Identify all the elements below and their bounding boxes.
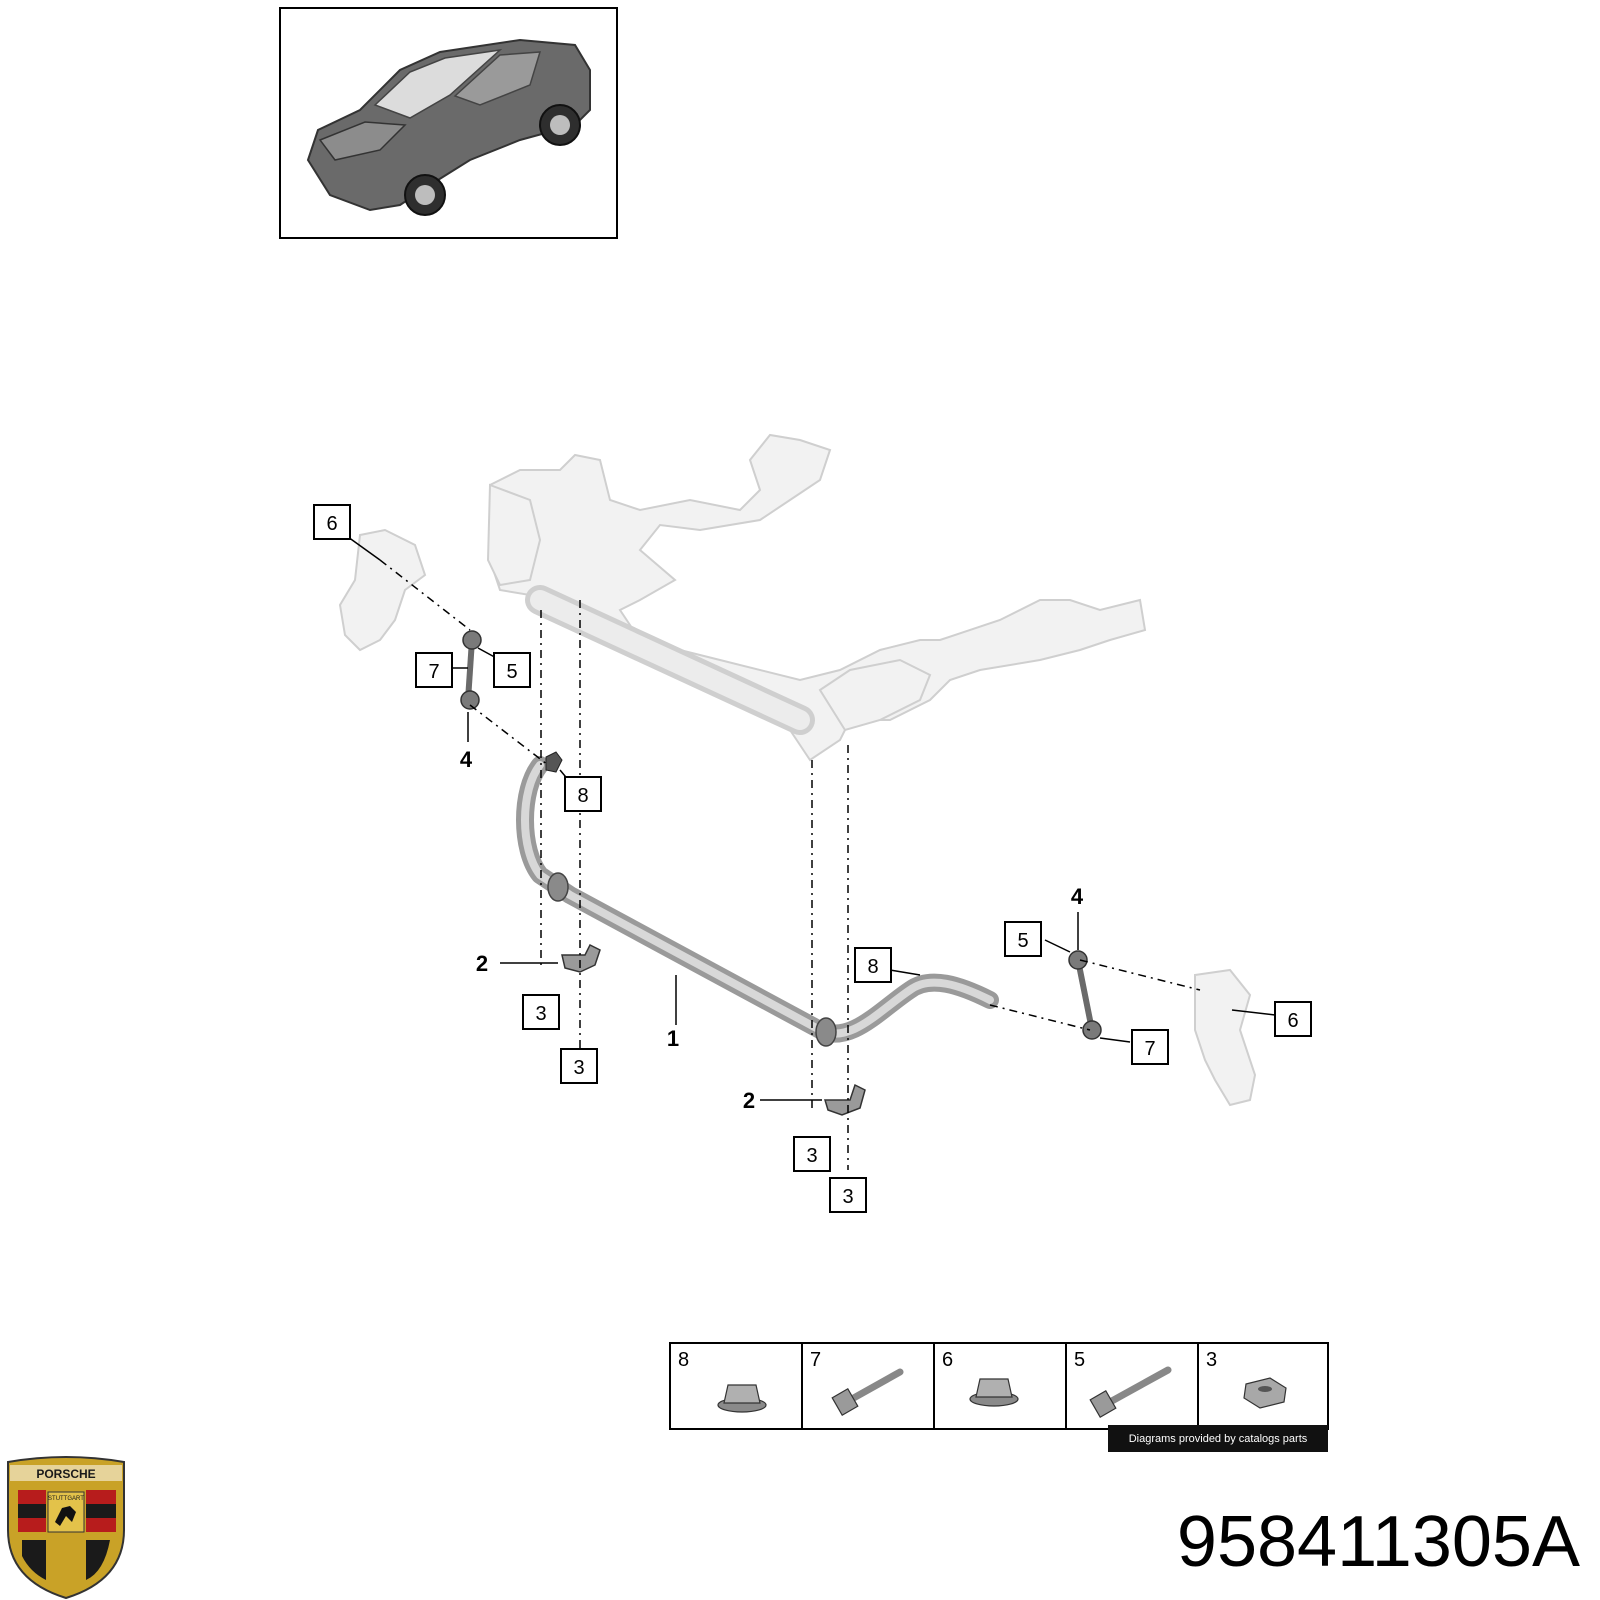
porsche-crest-icon: PORSCHE STUTTGART	[7, 1456, 125, 1600]
part-number: 958411305A	[1177, 1502, 1580, 1582]
front-subframe	[486, 433, 1147, 762]
left-nut	[545, 751, 563, 773]
right-bushing	[823, 1083, 866, 1116]
right-drop-link	[1068, 950, 1102, 1040]
callout-4-left-label: 4	[460, 747, 473, 772]
legend-cell-8: 8	[678, 1349, 767, 1413]
crest-wordmark: PORSCHE	[36, 1467, 95, 1481]
callout-6-right: 6	[1274, 1001, 1312, 1037]
credit-bar: Diagrams provided by catalogs parts	[1108, 1425, 1328, 1452]
vehicle-thumbnail	[279, 7, 618, 239]
callout-7-left-label: 7	[428, 661, 439, 683]
bolt-icon	[1089, 1366, 1172, 1418]
callout-5-left-label: 5	[506, 661, 517, 683]
callout-8-left: 8	[564, 776, 602, 812]
legend-cell-3: 3	[1206, 1349, 1287, 1409]
callout-3-right-b-label: 3	[842, 1186, 853, 1208]
callout-7-right: 7	[1131, 1029, 1169, 1065]
legend-number-3: 3	[1206, 1349, 1217, 1371]
callout-8-right: 8	[854, 947, 892, 983]
callout-7-left: 7	[415, 652, 453, 688]
callout-7-right-label: 7	[1144, 1038, 1155, 1060]
legend-cell-6: 6	[942, 1349, 1019, 1407]
callout-6-right-label: 6	[1287, 1010, 1298, 1032]
callout-3-left-a-label: 3	[535, 1003, 546, 1025]
callout-3-left-a: 3	[522, 994, 560, 1030]
legend-number-6: 6	[942, 1349, 953, 1371]
left-drop-link	[460, 630, 482, 710]
callout-5-left: 5	[493, 652, 531, 688]
callout-3-right-b: 3	[829, 1177, 867, 1213]
callout-6-left-label: 6	[326, 513, 337, 535]
hex-nut-icon	[1243, 1377, 1287, 1409]
legend-number-7: 7	[810, 1349, 821, 1371]
assembly-lines	[379, 559, 1201, 1170]
left-bracket	[338, 528, 427, 652]
left-bushing	[561, 943, 601, 973]
right-bracket	[1194, 968, 1257, 1107]
callout-3-left-b-label: 3	[573, 1057, 584, 1079]
legend-cell-7: 7	[810, 1349, 904, 1416]
callout-2-right-label: 2	[743, 1088, 755, 1113]
legend-cell-5: 5	[1074, 1349, 1172, 1418]
callout-8-left-label: 8	[577, 785, 588, 807]
callout-5-right-label: 5	[1017, 930, 1028, 952]
credit-text: Diagrams provided by catalogs parts	[1129, 1433, 1308, 1445]
bolt-icon	[831, 1368, 904, 1416]
flange-nut-icon	[717, 1384, 767, 1413]
legend-number-5: 5	[1074, 1349, 1085, 1371]
callout-3-left-b: 3	[560, 1048, 598, 1084]
callout-6-left: 6	[313, 504, 351, 540]
legend-number-8: 8	[678, 1349, 689, 1371]
callout-8-right-label: 8	[867, 956, 878, 978]
callout-3-right-a-label: 3	[806, 1145, 817, 1167]
callout-1-label: 1	[667, 1026, 679, 1051]
hardware-legend: 8 7 6 5	[669, 1342, 1329, 1430]
callout-5-right: 5	[1004, 921, 1042, 957]
callout-4-right-label: 4	[1071, 884, 1084, 909]
callout-2-left-label: 2	[476, 951, 488, 976]
callout-3-right-a: 3	[793, 1136, 831, 1172]
flange-nut-icon	[969, 1378, 1019, 1407]
suv-icon	[306, 38, 591, 216]
crest-city: STUTTGART	[48, 1496, 84, 1502]
